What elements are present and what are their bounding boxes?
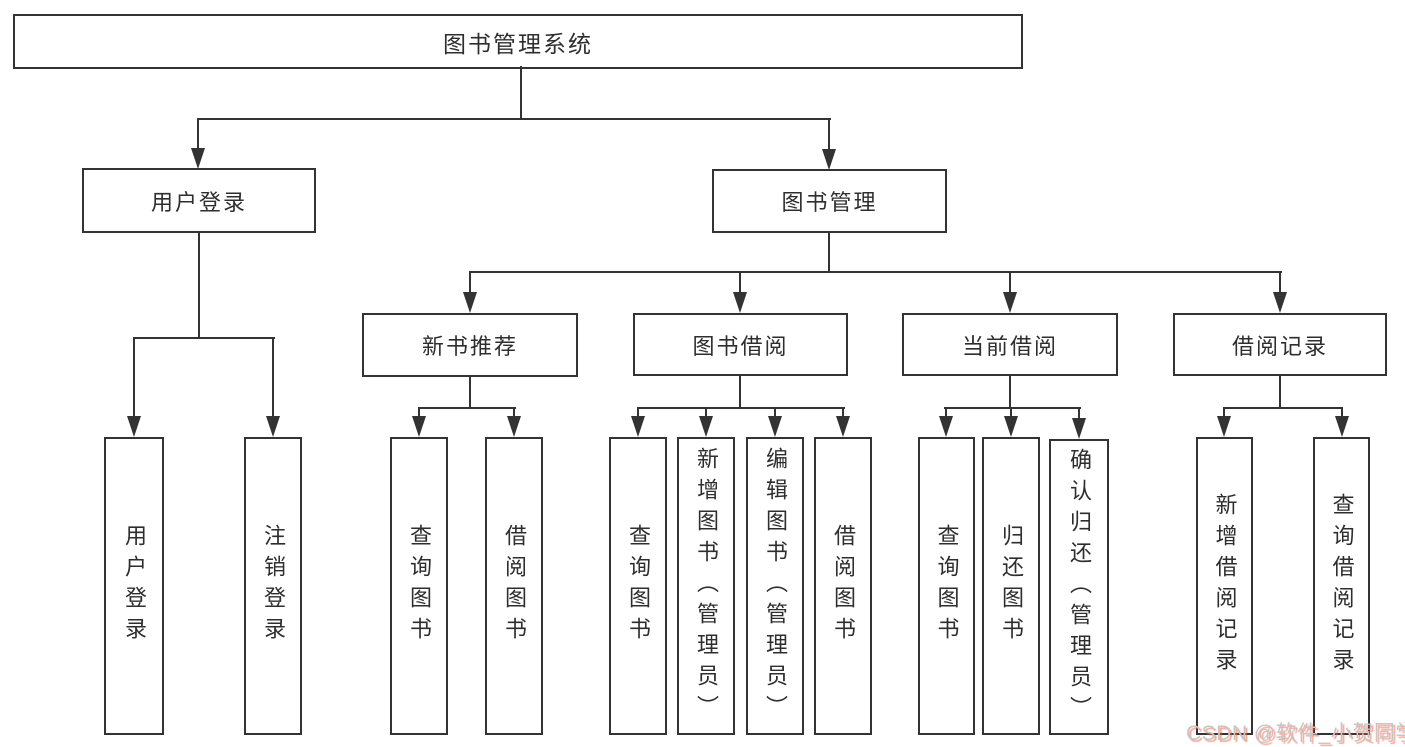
leaf-logout-label: 注销登录 <box>261 524 286 648</box>
arrow-to-leaf-user-login <box>127 338 141 437</box>
leaf-edit-book: 编辑图书（管理员） <box>746 437 804 735</box>
csdn-watermark: CSDN @软件_小贺同学 <box>1186 722 1405 745</box>
leaf-user-login: 用户登录 <box>104 437 164 735</box>
node-current-borrow-label: 当前借阅 <box>961 333 1058 359</box>
leaf-logout: 注销登录 <box>244 437 302 735</box>
node-current-borrow: 当前借阅 <box>902 313 1118 376</box>
node-borrow-record: 借阅记录 <box>1173 313 1387 376</box>
arrow-to-book-borrow <box>733 272 747 313</box>
leaf-borrow-book-2: 借阅图书 <box>814 437 872 735</box>
arrow-to-leaf-borrow-book-1 <box>507 408 521 437</box>
leaf-confirm-return-label: 确认归还（管理员） <box>1067 447 1092 727</box>
arrow-to-borrow-record <box>1273 272 1287 313</box>
node-new-book-rec: 新书推荐 <box>362 313 578 377</box>
connector-level1-rail <box>197 118 831 120</box>
connector-current-borrow-rail <box>944 407 1081 409</box>
arrow-to-user-login <box>191 119 205 169</box>
connector-book-borrow-stem <box>739 374 741 409</box>
leaf-query-book-2: 查询图书 <box>609 437 667 735</box>
leaf-borrow-book-1: 借阅图书 <box>485 437 543 735</box>
arrow-to-leaf-confirm-return <box>1072 408 1086 439</box>
arrow-to-book-mgmt <box>822 120 836 170</box>
leaf-borrow-book-2-label: 借阅图书 <box>831 524 856 648</box>
connector-new-book-rec-stem <box>469 375 471 409</box>
leaf-add-record: 新增借阅记录 <box>1196 437 1253 735</box>
node-user-login-label: 用户登录 <box>150 189 247 215</box>
node-borrow-record-label: 借阅记录 <box>1231 333 1328 359</box>
connector-borrow-record-stem <box>1279 374 1281 409</box>
arrow-to-leaf-return-book <box>1004 408 1018 437</box>
arrow-to-leaf-edit-book <box>768 408 782 437</box>
connector-book-borrow-rail <box>637 407 845 409</box>
leaf-query-book-3-label: 查询图书 <box>934 524 960 648</box>
node-book-borrow: 图书借阅 <box>633 313 848 376</box>
leaf-query-book-1-label: 查询图书 <box>407 524 432 648</box>
arrow-to-leaf-add-record <box>1217 408 1231 437</box>
node-book-mgmt: 图书管理 <box>712 169 947 233</box>
leaf-add-book-label: 新增图书（管理员） <box>694 446 719 726</box>
arrow-to-leaf-add-book <box>699 408 713 437</box>
arrow-to-leaf-query-book-2 <box>631 408 645 437</box>
node-new-book-rec-label: 新书推荐 <box>421 334 518 359</box>
connector-current-borrow-stem <box>1009 374 1011 409</box>
arrow-to-leaf-query-book-3 <box>939 408 953 437</box>
leaf-user-login-label: 用户登录 <box>122 524 147 648</box>
leaf-return-book: 归还图书 <box>982 437 1040 735</box>
arrow-to-new-book-rec <box>463 272 477 313</box>
arrow-to-leaf-query-record <box>1335 408 1349 437</box>
arrow-to-current-borrow <box>1003 272 1017 313</box>
connector-user-login-rail <box>133 337 275 339</box>
connector-new-book-rec-rail <box>418 407 516 409</box>
connector-level2-rail <box>469 271 1282 273</box>
leaf-confirm-return: 确认归还（管理员） <box>1049 439 1109 735</box>
arrow-to-leaf-borrow-book-2 <box>836 408 850 437</box>
node-book-mgmt-label: 图书管理 <box>781 190 878 215</box>
connector-book-mgmt-stem <box>828 232 830 273</box>
leaf-query-book-1: 查询图书 <box>390 437 448 735</box>
leaf-query-record-label: 查询借阅记录 <box>1329 493 1355 679</box>
node-root-label: 图书管理系统 <box>443 30 593 57</box>
node-user-login: 用户登录 <box>82 168 316 233</box>
connector-root-stem <box>520 66 522 119</box>
leaf-borrow-book-1-label: 借阅图书 <box>502 524 527 648</box>
connector-borrow-record-rail <box>1223 407 1343 409</box>
leaf-add-record-label: 新增借阅记录 <box>1212 493 1238 679</box>
leaf-query-book-3: 查询图书 <box>918 437 975 735</box>
node-book-borrow-label: 图书借阅 <box>692 333 789 359</box>
connector-user-login-stem <box>198 232 200 339</box>
leaf-query-record: 查询借阅记录 <box>1313 437 1370 735</box>
arrow-to-leaf-logout <box>266 338 280 437</box>
node-root: 图书管理系统 <box>13 14 1023 69</box>
leaf-edit-book-label: 编辑图书（管理员） <box>763 446 788 726</box>
leaf-return-book-label: 归还图书 <box>999 524 1024 648</box>
leaf-query-book-2-label: 查询图书 <box>626 524 651 648</box>
arrow-to-leaf-query-book-1 <box>412 408 426 437</box>
leaf-add-book: 新增图书（管理员） <box>677 437 735 735</box>
